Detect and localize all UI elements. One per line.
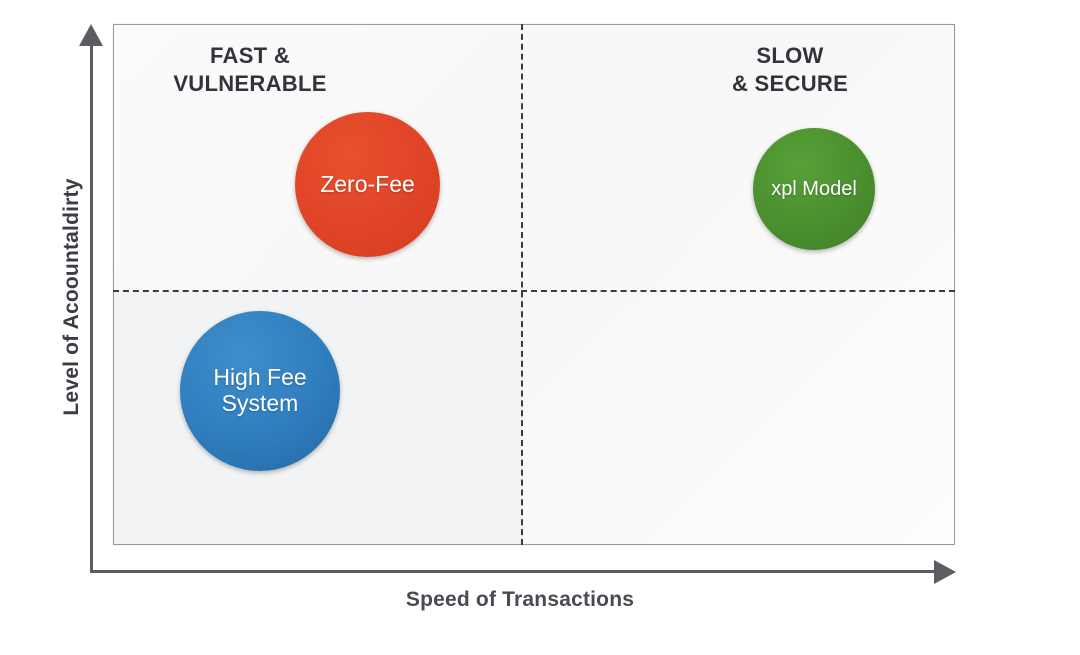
- bubble-xpl-model[interactable]: xpl Model: [753, 128, 875, 250]
- y-axis-line: [90, 44, 93, 572]
- quadrant-divider-horizontal: [113, 290, 955, 292]
- y-axis-title: Level of Acoountaldirty: [60, 178, 83, 416]
- x-axis-line: [90, 570, 940, 573]
- quadrant-label-top-right: SLOW & SECURE: [731, 43, 849, 97]
- quadrant-label-top-left: FAST & VULNERABLE: [173, 43, 327, 97]
- y-axis-arrow-icon: [79, 24, 103, 46]
- bubble-high-fee-system[interactable]: High Fee System: [180, 311, 340, 471]
- x-axis-arrow-icon: [934, 560, 956, 584]
- x-axis-title: Speed of Transactions: [405, 588, 635, 611]
- bubble-zero-fee[interactable]: Zero-Fee: [295, 112, 440, 257]
- quadrant-divider-vertical: [521, 24, 523, 545]
